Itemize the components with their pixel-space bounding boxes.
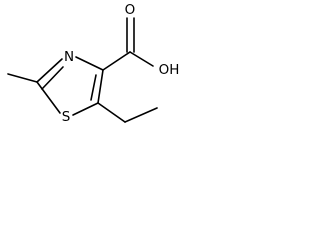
bond-c2-n3 bbox=[36, 58, 63, 83]
bond-ethyl-2 bbox=[124, 107, 158, 123]
bond-c5-s1 bbox=[72, 102, 99, 116]
atom-label-nitrogen: N bbox=[64, 49, 74, 65]
bond-s1-c2 bbox=[36, 81, 61, 114]
atom-label-hydroxyl: OH bbox=[159, 62, 180, 78]
bond-c5-ethyl-1 bbox=[97, 102, 126, 123]
bond-c4-c5-inner bbox=[90, 74, 97, 101]
bond-n3-c4 bbox=[75, 56, 104, 71]
bond-c4-carboxyl bbox=[102, 51, 131, 71]
molecule-structure: N S O OH bbox=[7, 2, 180, 125]
bond-carboxyl-oh bbox=[129, 51, 154, 67]
atom-label-sulfur: S bbox=[62, 109, 71, 125]
bond-c2-n3-double bbox=[41, 66, 64, 90]
atom-label-carbonyl-oxygen: O bbox=[125, 2, 136, 18]
bond-c2-methyl bbox=[7, 73, 38, 83]
bond-c4-c5 bbox=[97, 69, 104, 104]
